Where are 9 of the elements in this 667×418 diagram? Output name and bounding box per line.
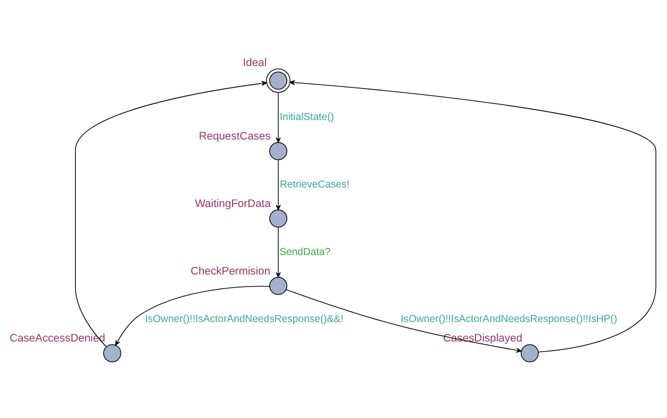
node-label: Ideal [242, 56, 267, 68]
edge-label: RetrieveCases! [280, 178, 350, 190]
node-label: CheckPermision [190, 264, 270, 277]
edge-label: IsOwner()!!IsActorAndNeedsResponse()!!IsHP() [400, 314, 618, 325]
edge-label: IsOwner()!!IsActorAndNeedsResponse()&&! [144, 314, 344, 325]
edge-label: InitialState() [280, 112, 334, 123]
node-label: RequestCases [198, 130, 271, 142]
edge-label: SendData? [279, 246, 330, 258]
node-label: WaitingForData [194, 197, 271, 210]
